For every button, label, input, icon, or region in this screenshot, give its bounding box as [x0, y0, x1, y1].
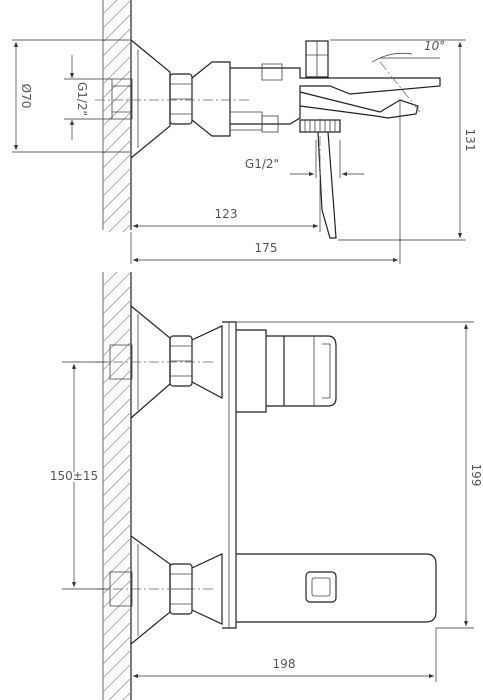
dim-diameter-label: Ø70 — [19, 84, 33, 109]
hex-nut-top — [169, 73, 193, 125]
dim-thread-left: G1/2" — [64, 55, 112, 140]
upper-connection — [95, 305, 215, 419]
pipe-stub-top — [111, 78, 133, 120]
dim-thread-left-label: G1/2" — [75, 82, 89, 116]
dim-spacing: 150±15 — [48, 361, 108, 590]
top-view: Ø70 G1/2" 10° 131 — [12, 0, 477, 264]
wall-hatching-front — [102, 271, 132, 700]
dim-width-front-label: 198 — [273, 657, 296, 671]
eccentric-lower — [191, 553, 223, 625]
diverter-knob-top — [305, 40, 329, 78]
dim-spacing-label: 150±15 — [50, 469, 98, 483]
lever-handle-top — [299, 91, 419, 119]
dim-thread-bottom-label: G1/2" — [245, 157, 279, 171]
dim-length-long: 175 — [130, 100, 401, 264]
cartridge-front — [236, 329, 337, 413]
wall-hatching-top — [102, 0, 132, 233]
dim-length-short-label: 123 — [215, 207, 238, 221]
dim-thread-bottom: G1/2" — [245, 140, 364, 178]
front-view: 150±15 199 198 — [48, 271, 483, 700]
dim-length-long-label: 175 — [255, 241, 278, 255]
dim-angle-label: 10° — [424, 39, 445, 53]
dim-diameter: Ø70 — [12, 39, 130, 153]
dim-height-front-label: 199 — [469, 464, 483, 487]
spout-top — [317, 131, 337, 239]
dim-height-top-label: 131 — [463, 129, 477, 152]
dim-height-front: 199 — [236, 321, 483, 629]
dim-length-short: 123 — [133, 180, 321, 232]
spout-front — [236, 553, 437, 623]
dim-angle: 10° — [371, 39, 445, 63]
mixer-body-top — [230, 67, 441, 125]
dim-width-front: 198 — [133, 628, 437, 682]
eccentric-upper — [191, 325, 223, 399]
lower-connection — [95, 535, 215, 645]
escutcheon-top — [130, 39, 171, 159]
dim-height-top: 131 — [330, 39, 477, 241]
eccentric-connector-top — [191, 61, 231, 137]
